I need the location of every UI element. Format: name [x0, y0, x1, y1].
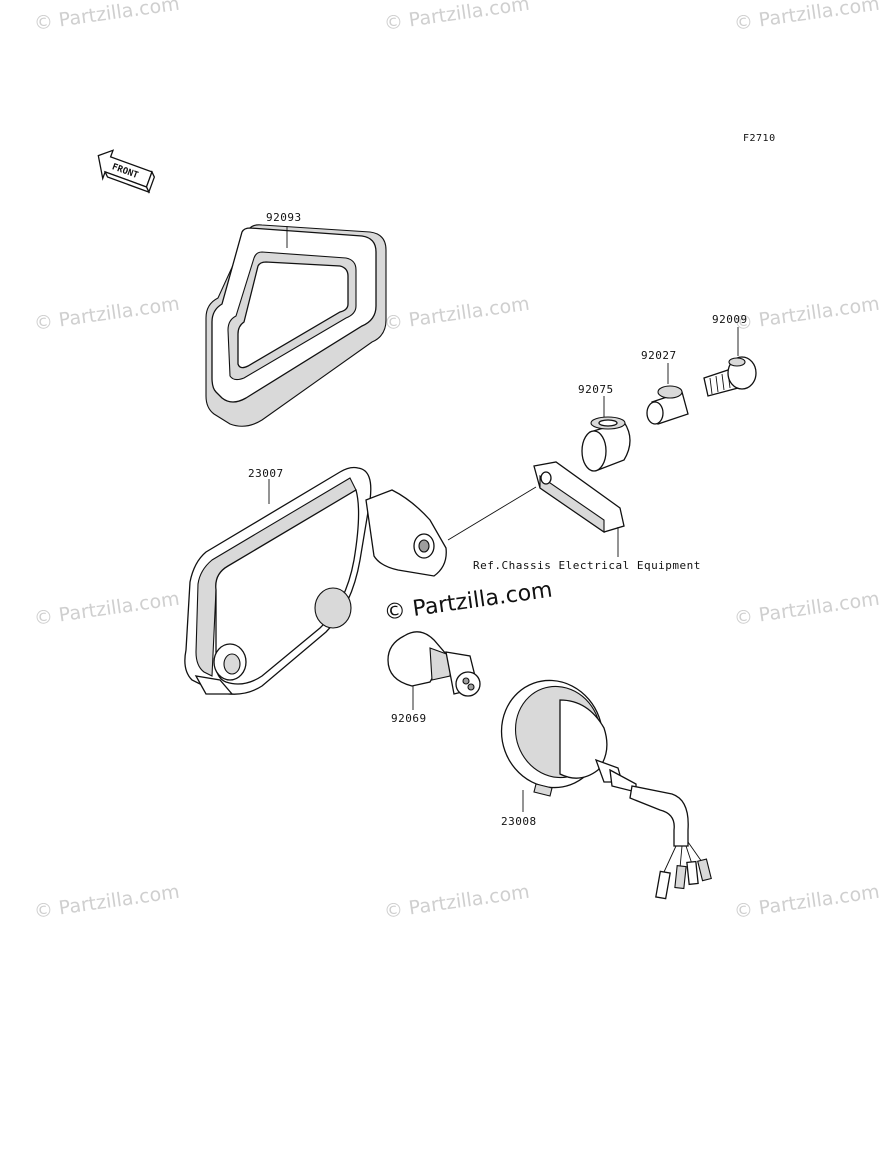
center-watermark: © Partzilla.com [382, 578, 554, 626]
part-number-92093[interactable]: 92093 [266, 211, 302, 224]
part-23008-sealed-beam[interactable] [487, 666, 712, 900]
watermark: © Partzilla.com [733, 588, 881, 630]
part-92027-collar[interactable] [646, 385, 689, 425]
watermark: © Partzilla.com [33, 293, 181, 335]
part-92009-bolt[interactable] [703, 356, 757, 397]
watermark: © Partzilla.com [33, 0, 181, 35]
watermark: © Partzilla.com [733, 881, 881, 923]
part-number-23008[interactable]: 23008 [501, 815, 537, 828]
watermark: © Partzilla.com [383, 0, 531, 35]
watermark: © Partzilla.com [383, 293, 531, 335]
part-number-92075[interactable]: 92075 [578, 383, 614, 396]
reference-note: Ref.Chassis Electrical Equipment [473, 559, 701, 572]
front-arrow-icon: FRONT [97, 149, 156, 194]
part-number-23007[interactable]: 23007 [248, 467, 284, 480]
mounting-bracket [533, 461, 625, 534]
watermark: © Partzilla.com [733, 293, 881, 335]
watermark: © Partzilla.com [383, 881, 531, 923]
part-92093-cover[interactable] [205, 224, 387, 427]
part-number-92009[interactable]: 92009 [712, 313, 748, 326]
part-92075-grommet[interactable] [581, 416, 631, 472]
figure-code: F2710 [743, 133, 776, 144]
watermark: © Partzilla.com [733, 0, 881, 35]
part-92069-bulb[interactable] [387, 631, 481, 697]
part-number-92027[interactable]: 92027 [641, 349, 677, 362]
watermark: © Partzilla.com [33, 881, 181, 923]
part-number-92069[interactable]: 92069 [391, 712, 427, 725]
part-23007-housing[interactable] [184, 466, 447, 695]
watermark: © Partzilla.com [33, 588, 181, 630]
